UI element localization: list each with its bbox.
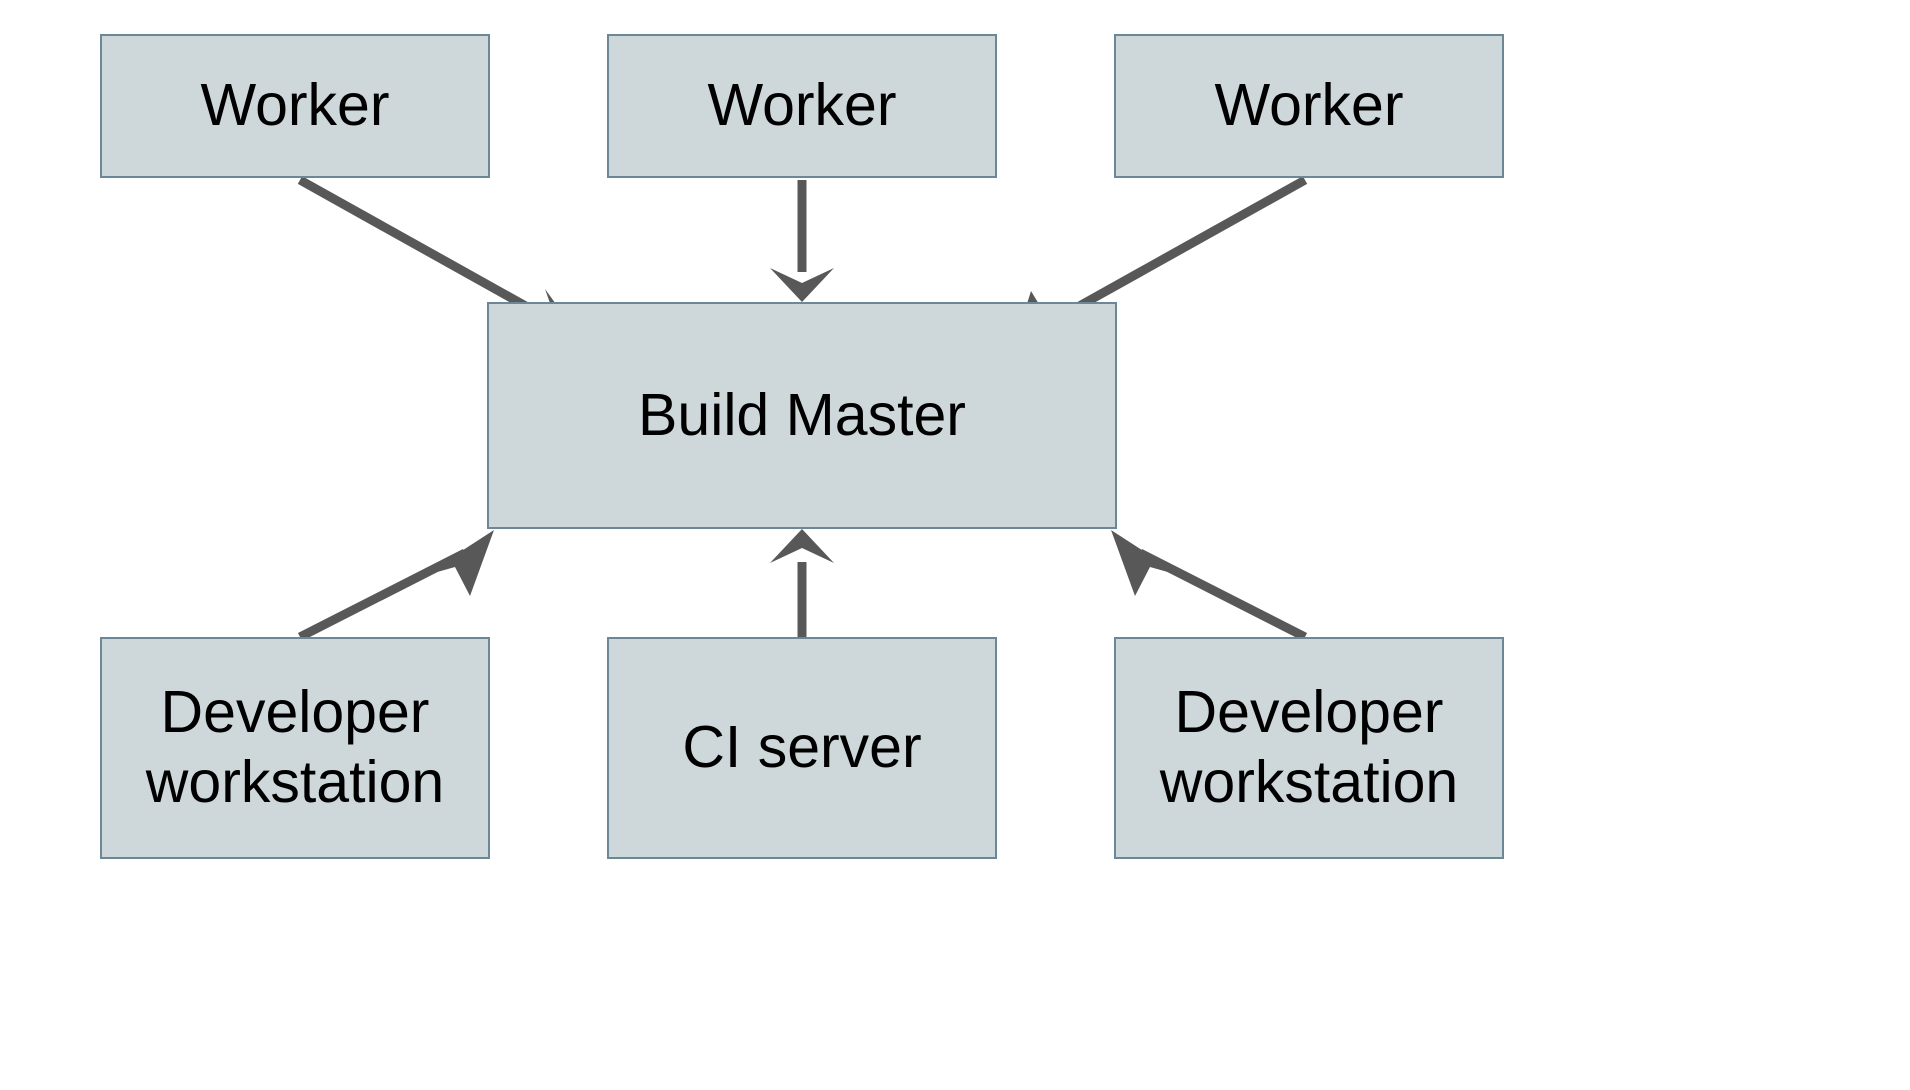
node-build-master[interactable]: Build Master (487, 302, 1117, 529)
node-ci-server[interactable]: CI server (607, 637, 997, 859)
node-worker-3-label: Worker (1214, 72, 1404, 139)
node-worker-3[interactable]: Worker (1114, 34, 1504, 178)
node-developer-workstation-left-label: Developer workstation (145, 679, 445, 815)
node-developer-workstation-right[interactable]: Developer workstation (1114, 637, 1504, 859)
node-ci-server-label: CI server (682, 714, 922, 781)
edge-ci-server-to-build-master (770, 529, 834, 637)
node-build-master-label: Build Master (638, 381, 966, 448)
edge-dev-left-to-build-master (297, 530, 494, 642)
node-developer-workstation-left[interactable]: Developer workstation (100, 637, 490, 859)
node-worker-1-label: Worker (200, 72, 390, 139)
edge-dev-right-to-build-master (1111, 530, 1308, 642)
node-worker-2-label: Worker (707, 72, 897, 139)
node-worker-2[interactable]: Worker (607, 34, 997, 178)
node-developer-workstation-right-label: Developer workstation (1159, 679, 1459, 815)
edge-worker-2-to-build-master (770, 180, 834, 302)
node-worker-1[interactable]: Worker (100, 34, 490, 178)
